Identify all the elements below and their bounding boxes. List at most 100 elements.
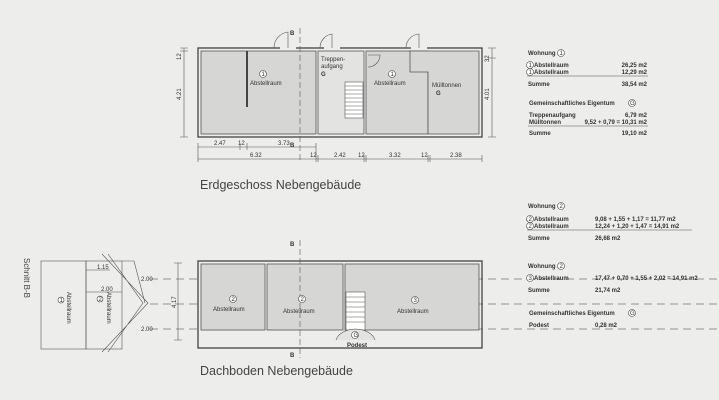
room-label: Abstellraum [250, 81, 282, 87]
stair [335, 291, 376, 341]
dimension-label: 12 [421, 153, 428, 159]
dimension-label: 3.32 [389, 153, 401, 159]
row-label: Abstellraum [534, 224, 569, 230]
dimension-label: 1.15 [97, 265, 109, 271]
dimension-label: 12 [238, 141, 245, 147]
room-label: Abstellraum [374, 81, 406, 87]
section-room-2 [85, 260, 123, 350]
ground-floor-title: Erdgeschoss Nebengebäude [200, 178, 361, 192]
dimension-label: 12 [358, 153, 365, 159]
dimension-label: 12 [177, 53, 183, 60]
unit-heading: Gemeinschaftliches Eigentum [529, 311, 615, 317]
dimension-label: 2.00 [141, 327, 153, 333]
room-label: Abstellraum [105, 292, 111, 324]
dimension-label: 2.42 [334, 153, 346, 159]
room-label: Abstellraum [397, 309, 429, 315]
sum-value: 19,10 m2 [622, 131, 648, 137]
row-formula: 17,47 + 0,70 + 1,55 + 2,02 = 14,91 m2 [595, 276, 698, 282]
row-value: 6,79 m2 [625, 113, 648, 119]
dimension-label: 32 [485, 55, 491, 62]
room-label: Abstellraum [213, 307, 245, 313]
row-value: 26,25 m2 [622, 63, 648, 69]
unit-number: 1 [391, 72, 395, 78]
room-label: aufgang [321, 64, 343, 70]
unit-number: 1 [262, 72, 266, 78]
unit-heading: Wohnung [528, 204, 556, 210]
sum-label: Summe [529, 131, 551, 137]
row-label: Abstellraum [534, 70, 569, 76]
door-arcs [273, 31, 427, 68]
unit-heading: Wohnung [528, 51, 556, 57]
attic-plan: B B 2 Abstellraum 2 Abstellraum 3 Abstel… [150, 240, 719, 378]
dimension-label: 4.17 [172, 296, 178, 308]
unit-number: 2 [232, 297, 236, 303]
room-label: Abstellraum [65, 292, 71, 324]
room-storage-c [344, 263, 480, 331]
section-b-b: Schnitt B-B 1.15 2.00 2.00 2.00 1 Abstel… [22, 253, 153, 353]
room-label: Abstellraum [283, 309, 315, 315]
row-value: 0,28 m2 [595, 323, 618, 329]
unit-number: G [436, 91, 441, 97]
section-mark-top: B [290, 242, 295, 248]
unit-number: G [321, 72, 326, 78]
area-table-w2: Wohnung 2 2 Abstellraum 9,08 + 1,55 + 1,… [526, 202, 692, 242]
row-label: Mülltonnen [529, 120, 561, 126]
section-title: Schnitt B-B [22, 258, 31, 298]
unit-number: 1 [60, 298, 64, 304]
section-mark-bottom: B [290, 353, 295, 359]
dimension-lines [180, 47, 496, 162]
section-mark-bottom: B [290, 143, 295, 149]
room-bins [409, 50, 480, 135]
dimension-label: 2.00 [141, 277, 153, 283]
area-table-w3: Wohnung 2 3 Abstellraum 17,47 + 0,70 + 1… [526, 262, 698, 294]
unit-number: 2 [560, 204, 564, 210]
unit-heading: Gemeinschaftliches Eigentum [529, 101, 615, 107]
row-label: Abstellraum [534, 63, 569, 69]
sum-label: Summe [528, 236, 550, 242]
dimension-label: 4.21 [177, 88, 183, 100]
unit-number: 3 [529, 276, 533, 282]
area-table-w1: Wohnung 1 1 Abstellraum 26,25 m2 1 Abste… [526, 49, 648, 88]
section-room-1 [40, 260, 87, 350]
unit-number: G [354, 333, 359, 339]
area-table-g2: Gemeinschaftliches Eigentum G Podest 0,2… [529, 309, 636, 329]
row-label: Treppenaufgang [529, 113, 576, 119]
section-mark-top: B [290, 31, 295, 37]
sum-label: Summe [528, 82, 550, 88]
row-label: Podest [529, 323, 549, 329]
row-value: 12,29 m2 [622, 70, 648, 76]
row-label: Abstellraum [534, 217, 569, 223]
dimension-label: 3.73 [278, 141, 290, 147]
sum-label: Summe [528, 288, 550, 294]
unit-number: G [630, 101, 635, 107]
sum-value: 21,74 m2 [595, 288, 621, 294]
room-label: Podest [347, 343, 367, 349]
unit-number: 1 [529, 70, 533, 76]
row-formula: 9,52 + 0,79 = 10,31 m2 [585, 120, 648, 126]
row-formula: 12,24 + 1,20 + 1,47 = 14,91 m2 [595, 224, 680, 230]
room-label: Mülltonnen [432, 83, 461, 89]
attic-title: Dachboden Nebengebäude [200, 364, 353, 378]
dimension-line [174, 262, 182, 341]
ground-floor-plan: B B 1 Abstellraum Treppen- aufgang G 1 A… [177, 28, 496, 192]
dimension-label: 4.01 [485, 88, 491, 100]
room-label: Treppen- [321, 57, 345, 63]
row-label: Abstellraum [534, 276, 569, 282]
unit-number: 3 [414, 298, 418, 304]
dimension-label: 2.00 [101, 287, 113, 293]
unit-number: G [630, 311, 635, 317]
unit-number: 1 [560, 51, 564, 57]
unit-number: 1 [529, 63, 533, 69]
unit-number: 2 [560, 264, 564, 270]
dimension-label: 2.47 [214, 141, 226, 147]
unit-number: 2 [99, 297, 103, 303]
dimension-label: 12 [310, 153, 317, 159]
area-table-g1: Gemeinschaftliches Eigentum G Treppenauf… [528, 99, 648, 137]
dimension-label: 6.32 [250, 153, 262, 159]
unit-number: 2 [529, 224, 533, 230]
unit-heading: Wohnung [528, 264, 556, 270]
sum-value: 38,54 m2 [622, 82, 648, 88]
room-storage-1 [200, 50, 317, 135]
row-formula: 9,08 + 1,55 + 1,17 = 11,77 m2 [595, 217, 676, 223]
